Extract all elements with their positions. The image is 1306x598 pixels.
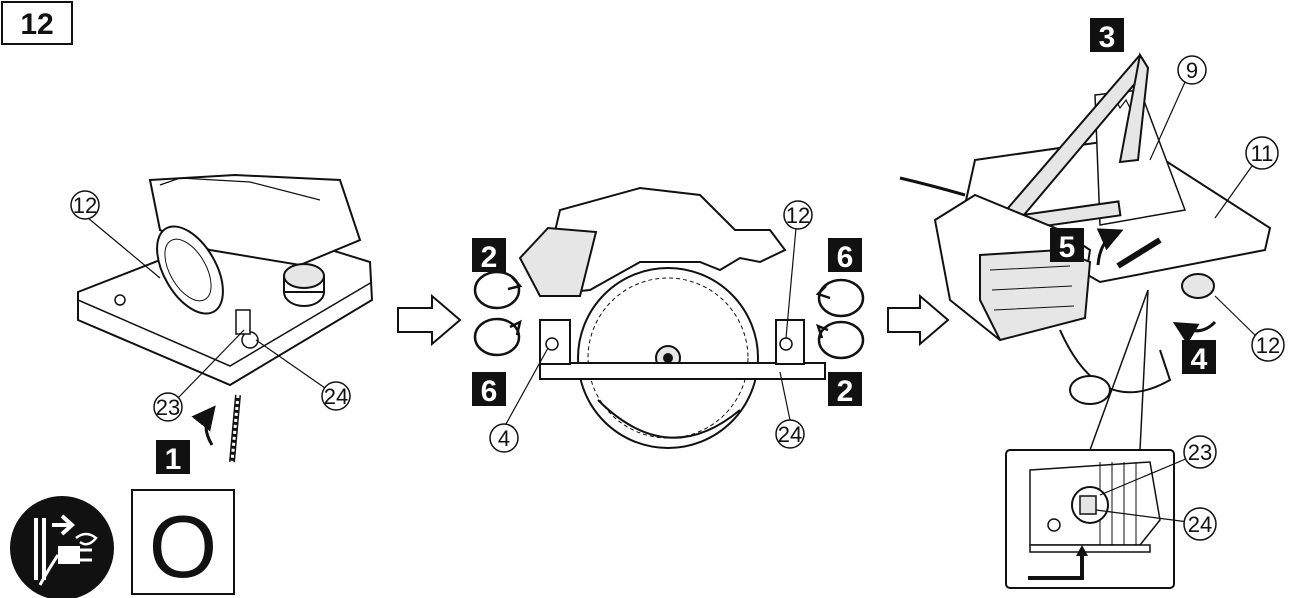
right-callout-23: 23 xyxy=(1183,435,1217,469)
svg-text:11: 11 xyxy=(1251,141,1274,166)
middle-step-6-left: 6 xyxy=(472,372,506,408)
svg-text:6: 6 xyxy=(481,375,498,408)
inset-detail-box xyxy=(1005,449,1189,589)
middle-callout-24: 24 xyxy=(775,419,805,449)
svg-text:2: 2 xyxy=(837,375,854,408)
right-callout-12: 12 xyxy=(1251,328,1285,362)
switch-off-symbol: O xyxy=(131,489,235,596)
middle-callout-4: 4 xyxy=(489,423,519,453)
right-panel-saw-illustration xyxy=(899,52,1272,451)
right-callout-9: 9 xyxy=(1177,55,1207,85)
left-callout-24: 24 xyxy=(321,381,351,411)
middle-callout-12: 12 xyxy=(783,200,813,230)
switch-off-label: O xyxy=(149,497,217,596)
left-callout-12: 12 xyxy=(70,190,100,220)
right-step-4: 4 xyxy=(1182,340,1216,376)
svg-text:3: 3 xyxy=(1099,21,1116,54)
middle-step-6-right: 6 xyxy=(828,238,862,274)
svg-text:9: 9 xyxy=(1186,58,1198,83)
right-arrow-1 xyxy=(397,293,462,347)
svg-text:24: 24 xyxy=(778,422,802,447)
svg-text:24: 24 xyxy=(1188,512,1212,537)
svg-text:12: 12 xyxy=(73,193,97,218)
middle-step-2-right: 2 xyxy=(828,372,862,408)
unplug-icon xyxy=(10,496,114,598)
svg-text:4: 4 xyxy=(1191,343,1208,376)
svg-text:23: 23 xyxy=(1188,440,1212,465)
svg-text:12: 12 xyxy=(1256,333,1280,358)
svg-text:12: 12 xyxy=(786,203,810,228)
left-step-1: 1 xyxy=(156,440,190,476)
svg-text:5: 5 xyxy=(1059,231,1076,264)
right-step-5: 5 xyxy=(1050,228,1084,264)
middle-step-2-left: 2 xyxy=(472,238,506,274)
figure-number: 12 xyxy=(20,8,53,41)
figure-number-box: 12 xyxy=(1,1,73,45)
svg-text:6: 6 xyxy=(837,241,854,274)
svg-text:2: 2 xyxy=(481,241,498,274)
left-panel-saw-illustration xyxy=(77,173,374,463)
left-callout-23: 23 xyxy=(153,392,183,422)
right-callout-11: 11 xyxy=(1245,136,1279,170)
right-step-3: 3 xyxy=(1090,18,1124,54)
right-callout-24: 24 xyxy=(1183,507,1217,541)
svg-text:1: 1 xyxy=(165,443,182,476)
middle-panel-saw-illustration xyxy=(473,186,865,449)
svg-text:4: 4 xyxy=(498,426,510,451)
svg-text:24: 24 xyxy=(324,384,348,409)
svg-text:23: 23 xyxy=(156,395,180,420)
right-arrow-2 xyxy=(887,293,950,347)
